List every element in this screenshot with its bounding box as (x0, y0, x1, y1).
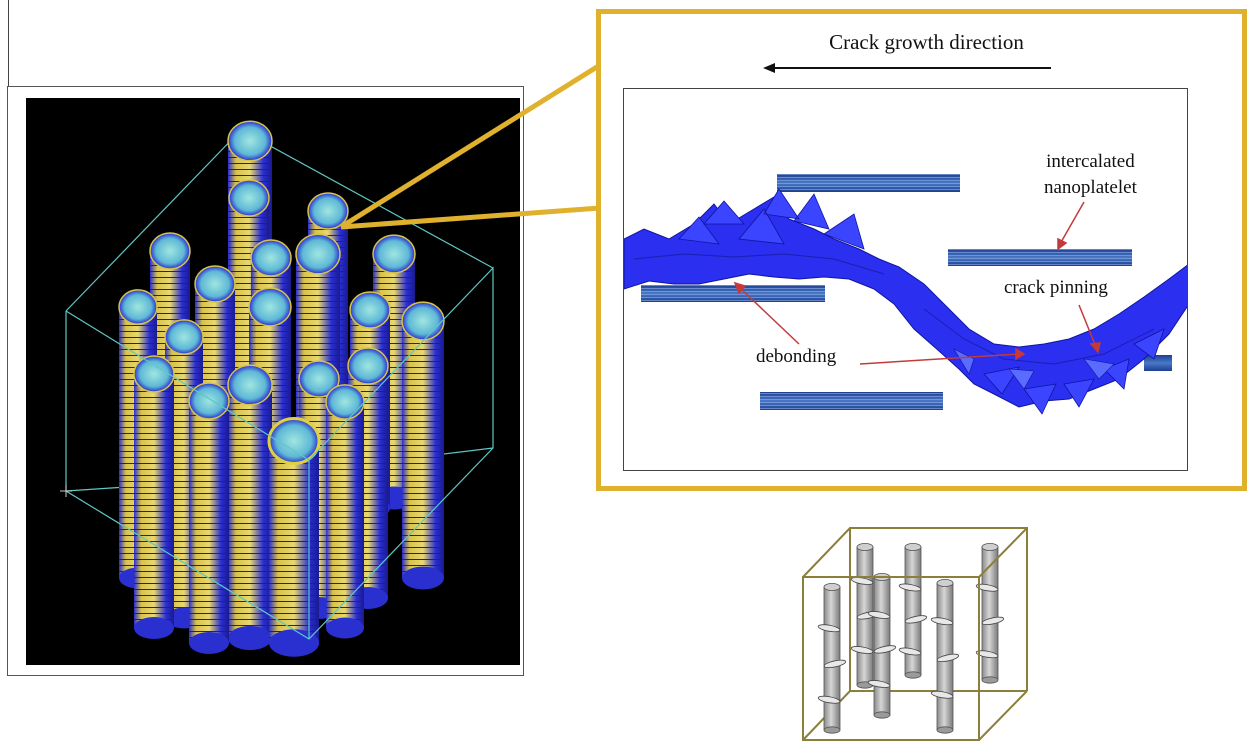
nanoplatelet-left (641, 285, 825, 302)
nanoplatelet-right (948, 249, 1132, 266)
schematic-rod (975, 542, 1005, 684)
schematic-cube-front (802, 527, 1028, 741)
arrow-to-crack-pinning (1078, 304, 1097, 348)
origin-marker (60, 485, 72, 497)
arrow-debonding-left (738, 286, 800, 345)
annotation-arrows (733, 201, 1101, 365)
crack-simulation-frame: intercalated nanoplatelet crack pinning … (623, 88, 1188, 471)
crack-growth-label: Crack growth direction (829, 30, 1024, 54)
annotation-intercalated: intercalated nanoplatelet (1044, 149, 1137, 201)
fiber-cylinder (401, 301, 445, 590)
schematic-rods (817, 542, 1005, 734)
fiber-cylinder (325, 384, 365, 639)
crack-simulation-render (624, 174, 1187, 415)
schematic-rod (817, 583, 847, 734)
annotation-intercalated-line2: nanoplatelet (1044, 177, 1137, 198)
nanoplatelet-edge-right (1144, 355, 1172, 371)
fiber-cylinder (227, 364, 273, 651)
annotation-crack-pinning: crack pinning (1004, 277, 1108, 298)
fiber-cylinder (133, 355, 175, 639)
schematic-cube (802, 527, 1028, 741)
fiber-model-panel (7, 86, 524, 676)
nanoplatelet-bottom (760, 392, 943, 410)
arrow-to-nanoplatelet (1059, 201, 1085, 245)
arrow-debonding-right (859, 353, 1020, 365)
annotation-debonding: debonding (756, 346, 837, 367)
annotation-intercalated-line1: intercalated (1046, 151, 1135, 172)
fiber-group (118, 120, 445, 657)
nanoplatelet-top (777, 174, 960, 192)
fiber-model-render (26, 98, 520, 665)
fiber-cylinder (188, 382, 230, 654)
zoom-callout-box: Crack growth direction (596, 9, 1247, 491)
fiber-cylinder (267, 417, 321, 657)
schematic-rod (867, 573, 897, 719)
crack-growth-arrow (763, 63, 1051, 73)
crack-surface (624, 188, 1187, 415)
schematic-rod (930, 579, 960, 734)
schematic-rod (898, 542, 928, 679)
